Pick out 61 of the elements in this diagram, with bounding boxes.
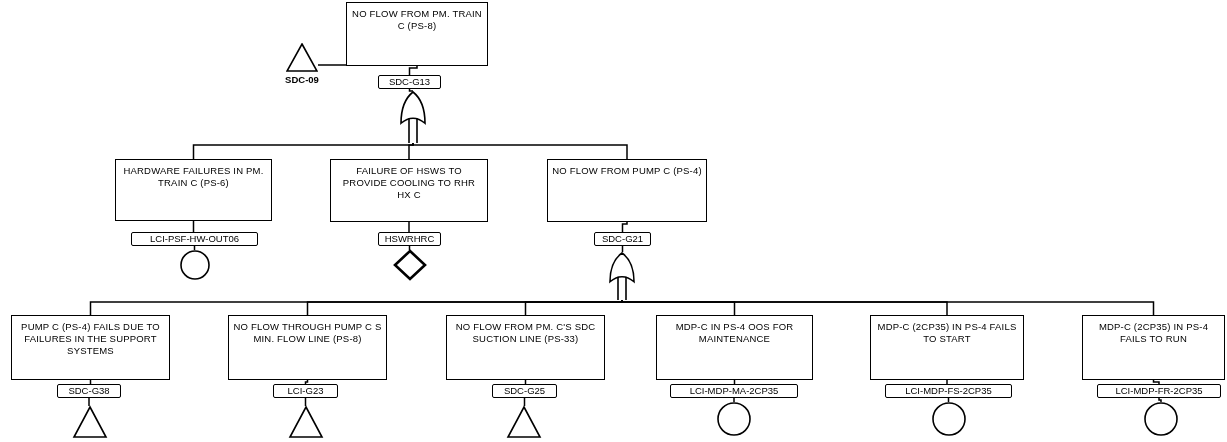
gate-id-label: LCI-MDP-FR-2CP35 bbox=[1097, 384, 1221, 398]
transfer-triangle bbox=[73, 406, 107, 438]
event-box bbox=[547, 159, 707, 222]
transfer-triangle bbox=[289, 406, 323, 438]
connector-line bbox=[1152, 379, 1160, 385]
event-description: MDP-C (2CP35) IN PS-4 FAILS TO RUN bbox=[1097, 321, 1210, 345]
event-box bbox=[446, 315, 605, 380]
connector-line bbox=[733, 397, 735, 403]
connector-line bbox=[88, 397, 90, 407]
event-description: NO FLOW FROM PUMP C (PS-4) bbox=[552, 165, 702, 177]
gate-id-label: SDC-G21 bbox=[594, 232, 651, 246]
connector-line bbox=[946, 379, 948, 385]
connector-line bbox=[621, 299, 1155, 316]
event-box bbox=[346, 2, 488, 66]
connector-line bbox=[89, 379, 92, 385]
event-description: NO FLOW FROM PM. TRAIN C (PS-8) bbox=[351, 8, 483, 32]
or-gate bbox=[400, 91, 426, 143]
event-box bbox=[330, 159, 488, 222]
connector-line bbox=[317, 64, 347, 66]
connector-line bbox=[524, 299, 623, 316]
connector-line bbox=[524, 379, 527, 385]
event-box bbox=[656, 315, 813, 380]
event-description: MDP-C (2CP35) IN PS-4 FAILS TO START bbox=[876, 321, 1018, 345]
event-description: NO FLOW FROM PM. C'S SDC SUCTION LINE (PS-33) bbox=[454, 321, 597, 345]
connector-line bbox=[947, 397, 950, 403]
gate-id-label: SDC-G13 bbox=[378, 75, 441, 89]
undeveloped-event-diamond bbox=[394, 250, 426, 280]
basic-event-circle bbox=[180, 250, 210, 280]
basic-event-circle bbox=[1144, 402, 1178, 436]
connector-line bbox=[733, 379, 736, 385]
basic-event-circle bbox=[717, 402, 751, 436]
event-box bbox=[228, 315, 387, 380]
gate-id-label: HSWRHRC bbox=[378, 232, 441, 246]
gate-id-label: LCI-MDP-FS-2CP35 bbox=[885, 384, 1012, 398]
event-box bbox=[1082, 315, 1225, 380]
connector-line bbox=[412, 142, 628, 160]
transfer-triangle bbox=[507, 406, 541, 438]
event-box bbox=[115, 159, 272, 221]
connector-line bbox=[408, 88, 414, 92]
event-box bbox=[11, 315, 170, 380]
connector-line bbox=[408, 65, 418, 76]
connector-line bbox=[408, 142, 414, 160]
connector-line bbox=[621, 221, 628, 233]
connector-line bbox=[193, 245, 196, 251]
event-description: NO FLOW THROUGH PUMP C S MIN. FLOW LINE (PS-8) bbox=[233, 321, 382, 345]
transfer-id: SDC-09 bbox=[285, 74, 319, 85]
connector-line bbox=[408, 221, 410, 233]
connector-line bbox=[408, 245, 411, 251]
event-box bbox=[870, 315, 1024, 380]
connector-line bbox=[1158, 397, 1162, 403]
gate-id-label: LCI-G23 bbox=[273, 384, 338, 398]
gate-id-label: SDC-G38 bbox=[57, 384, 121, 398]
or-gate bbox=[609, 252, 635, 300]
event-description: MDP-C IN PS-4 OOS FOR MAINTENANCE bbox=[674, 321, 795, 345]
event-description: PUMP C (PS-4) FAILS DUE TO FAILURES IN THE SUPPORT SYSTEMS bbox=[20, 321, 161, 357]
gate-id-label: LCI-MDP-MA-2CP35 bbox=[670, 384, 798, 398]
event-description: FAILURE OF HSWS TO PROVIDE COOLING TO RHR HX C bbox=[341, 165, 477, 201]
basic-event-circle bbox=[932, 402, 966, 436]
event-description: HARDWARE FAILURES IN PM. TRAIN C (PS-6) bbox=[122, 165, 265, 189]
gate-id-label: LCI-PSF-HW-OUT06 bbox=[131, 232, 258, 246]
gate-id-label: SDC-G25 bbox=[492, 384, 557, 398]
